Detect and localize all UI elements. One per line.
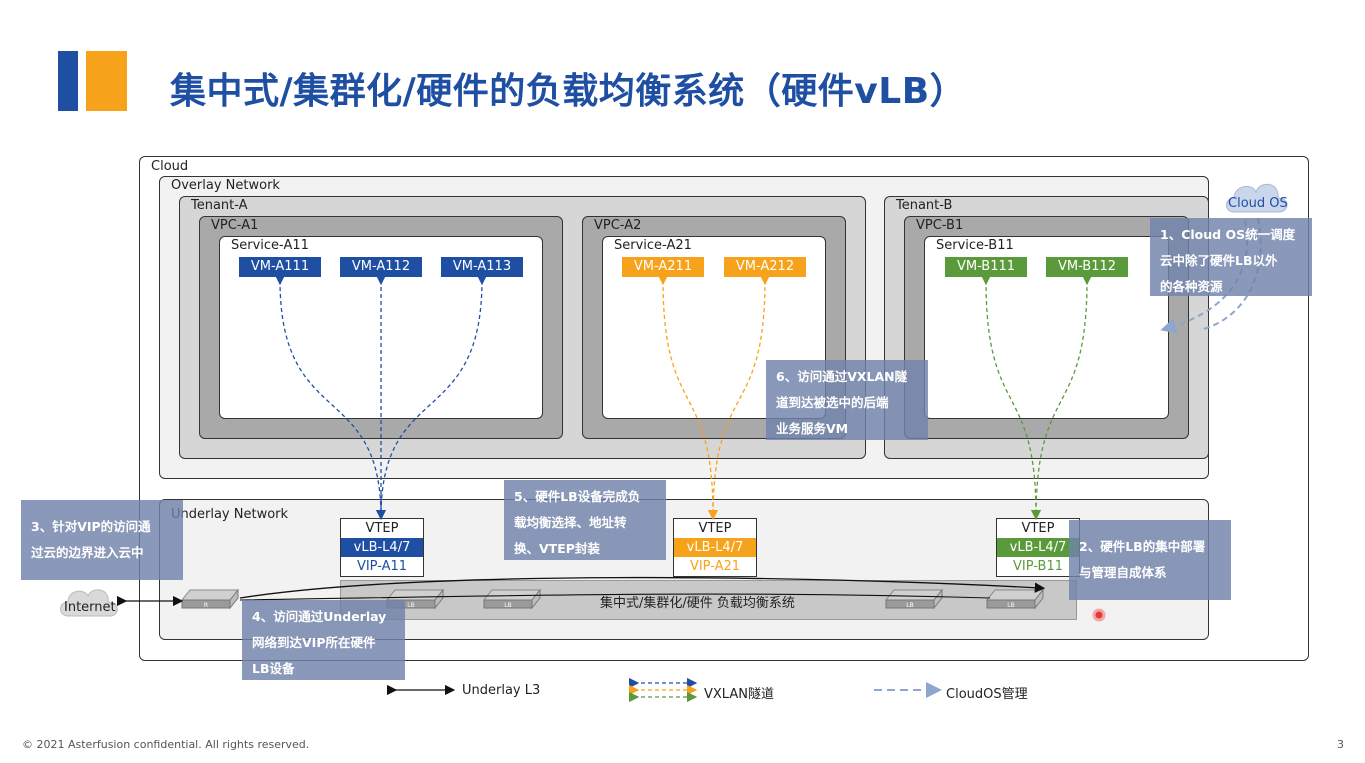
note-4: 4、访问通过Underlay 网络到达VIP所在硬件 LB设备 <box>242 600 405 680</box>
note-1-line-2: 云中除了硬件LB以外 <box>1160 253 1278 268</box>
legend-cloudos-label: CloudOS管理 <box>946 687 1028 702</box>
lb-switch-icon: LB <box>884 588 944 610</box>
lb-switch-label: LB <box>504 602 511 609</box>
lb-switch-label: LB <box>407 602 414 609</box>
vtep-a11-title: VTEP <box>365 521 399 536</box>
vtep-b11-lb: vLB-L4/7 <box>997 538 1079 557</box>
service-a21-label: Service-A21 <box>614 238 692 253</box>
internet-label: Internet <box>64 600 116 615</box>
vm-b112[interactable]: VM-B112 <box>1046 257 1128 277</box>
note-5: 5、硬件LB设备完成负 载均衡选择、地址转 换、VTEP封装 <box>504 480 666 560</box>
vpc-a2-label: VPC-A2 <box>594 218 642 233</box>
note-3-line-2: 过云的边界进入云中 <box>31 545 144 560</box>
vpc-b1-label: VPC-B1 <box>916 218 964 233</box>
note-4-line-2: 网络到达VIP所在硬件 <box>252 635 376 650</box>
vm-a211[interactable]: VM-A211 <box>622 257 704 277</box>
note-3-line-1: 3、针对VIP的访问通 <box>31 519 151 534</box>
note-1-line-1: 1、Cloud OS统一调度 <box>1160 227 1296 242</box>
service-a11-label: Service-A11 <box>231 238 309 253</box>
lb-switch-icon: LB <box>482 588 542 610</box>
vtep-a11-vip: VIP-A11 <box>356 559 408 574</box>
note-4-line-1: 4、访问通过Underlay <box>252 609 387 624</box>
note-2-line-1: 2、硬件LB的集中部署 <box>1079 539 1206 554</box>
service-b11-label: Service-B11 <box>936 238 1014 253</box>
note-6-line-3: 业务服务VM <box>776 421 849 436</box>
note-5-line-2: 载均衡选择、地址转 <box>514 515 627 530</box>
vtep-a21-title: VTEP <box>698 521 732 536</box>
lb-switch-label: LB <box>1007 602 1014 609</box>
vm-a111[interactable]: VM-A111 <box>239 257 321 277</box>
vpc-a1-label: VPC-A1 <box>211 218 259 233</box>
overlay-network-label: Overlay Network <box>171 178 280 193</box>
underlay-network-label: Underlay Network <box>171 507 289 522</box>
vm-a112[interactable]: VM-A112 <box>340 257 422 277</box>
vtep-b11[interactable]: VTEP vLB-L4/7 VIP-B11 <box>996 518 1080 577</box>
logo-orange-bar <box>86 51 127 111</box>
page-title: 集中式/集群化/硬件的负载均衡系统（硬件vLB） <box>170 71 967 112</box>
lb-switch-icon: LB <box>985 588 1045 610</box>
internet-cloud-icon <box>60 589 118 617</box>
cloud-os-icon <box>1226 183 1288 213</box>
vtep-a11[interactable]: VTEP vLB-L4/7 VIP-A11 <box>340 518 424 577</box>
page-number: 3 <box>1337 738 1344 751</box>
note-6: 6、访问通过VXLAN隧 道到达被选中的后端 业务服务VM <box>766 360 928 440</box>
vtep-a21[interactable]: VTEP vLB-L4/7 VIP-A21 <box>673 518 757 577</box>
legend-vxlan-label: VXLAN隧道 <box>704 687 774 702</box>
vtep-b11-title: VTEP <box>1021 521 1055 536</box>
router-switch-icon: R <box>180 588 240 610</box>
tenant-b-label: Tenant-B <box>896 198 953 213</box>
note-2: 2、硬件LB的集中部署 与管理自成体系 <box>1069 520 1231 600</box>
note-4-line-3: LB设备 <box>252 661 295 676</box>
vtep-a21-vip: VIP-A21 <box>689 559 741 574</box>
footer-copyright: © 2021 Asterfusion confidential. All rig… <box>22 738 310 751</box>
note-1: 1、Cloud OS统一调度 云中除了硬件LB以外 的各种资源 <box>1150 218 1312 296</box>
cloud-label: Cloud <box>151 159 189 174</box>
note-6-line-1: 6、访问通过VXLAN隧 <box>776 369 908 384</box>
vm-b111[interactable]: VM-B111 <box>945 257 1027 277</box>
vtep-b11-vip: VIP-B11 <box>1013 559 1063 574</box>
cloud-os-label: Cloud OS <box>1228 196 1288 211</box>
note-6-line-2: 道到达被选中的后端 <box>776 395 889 410</box>
vtep-a11-lb: vLB-L4/7 <box>341 538 423 557</box>
vtep-a21-lb: vLB-L4/7 <box>674 538 756 557</box>
note-1-line-3: 的各种资源 <box>1160 279 1223 294</box>
note-5-line-1: 5、硬件LB设备完成负 <box>514 489 641 504</box>
note-3: 3、针对VIP的访问通 过云的边界进入云中 <box>21 500 183 580</box>
tenant-a-label: Tenant-A <box>191 198 248 213</box>
vm-a212[interactable]: VM-A212 <box>724 257 806 277</box>
legend-underlay-label: Underlay L3 <box>462 683 541 698</box>
router-switch-label: R <box>204 602 208 609</box>
lb-switch-label: LB <box>906 602 913 609</box>
lb-system-label: 集中式/集群化/硬件 负载均衡系统 <box>600 596 795 611</box>
note-2-line-2: 与管理自成体系 <box>1079 565 1167 580</box>
logo-blue-bar <box>58 51 78 111</box>
note-5-line-3: 换、VTEP封装 <box>514 541 600 556</box>
vm-a113[interactable]: VM-A113 <box>441 257 523 277</box>
